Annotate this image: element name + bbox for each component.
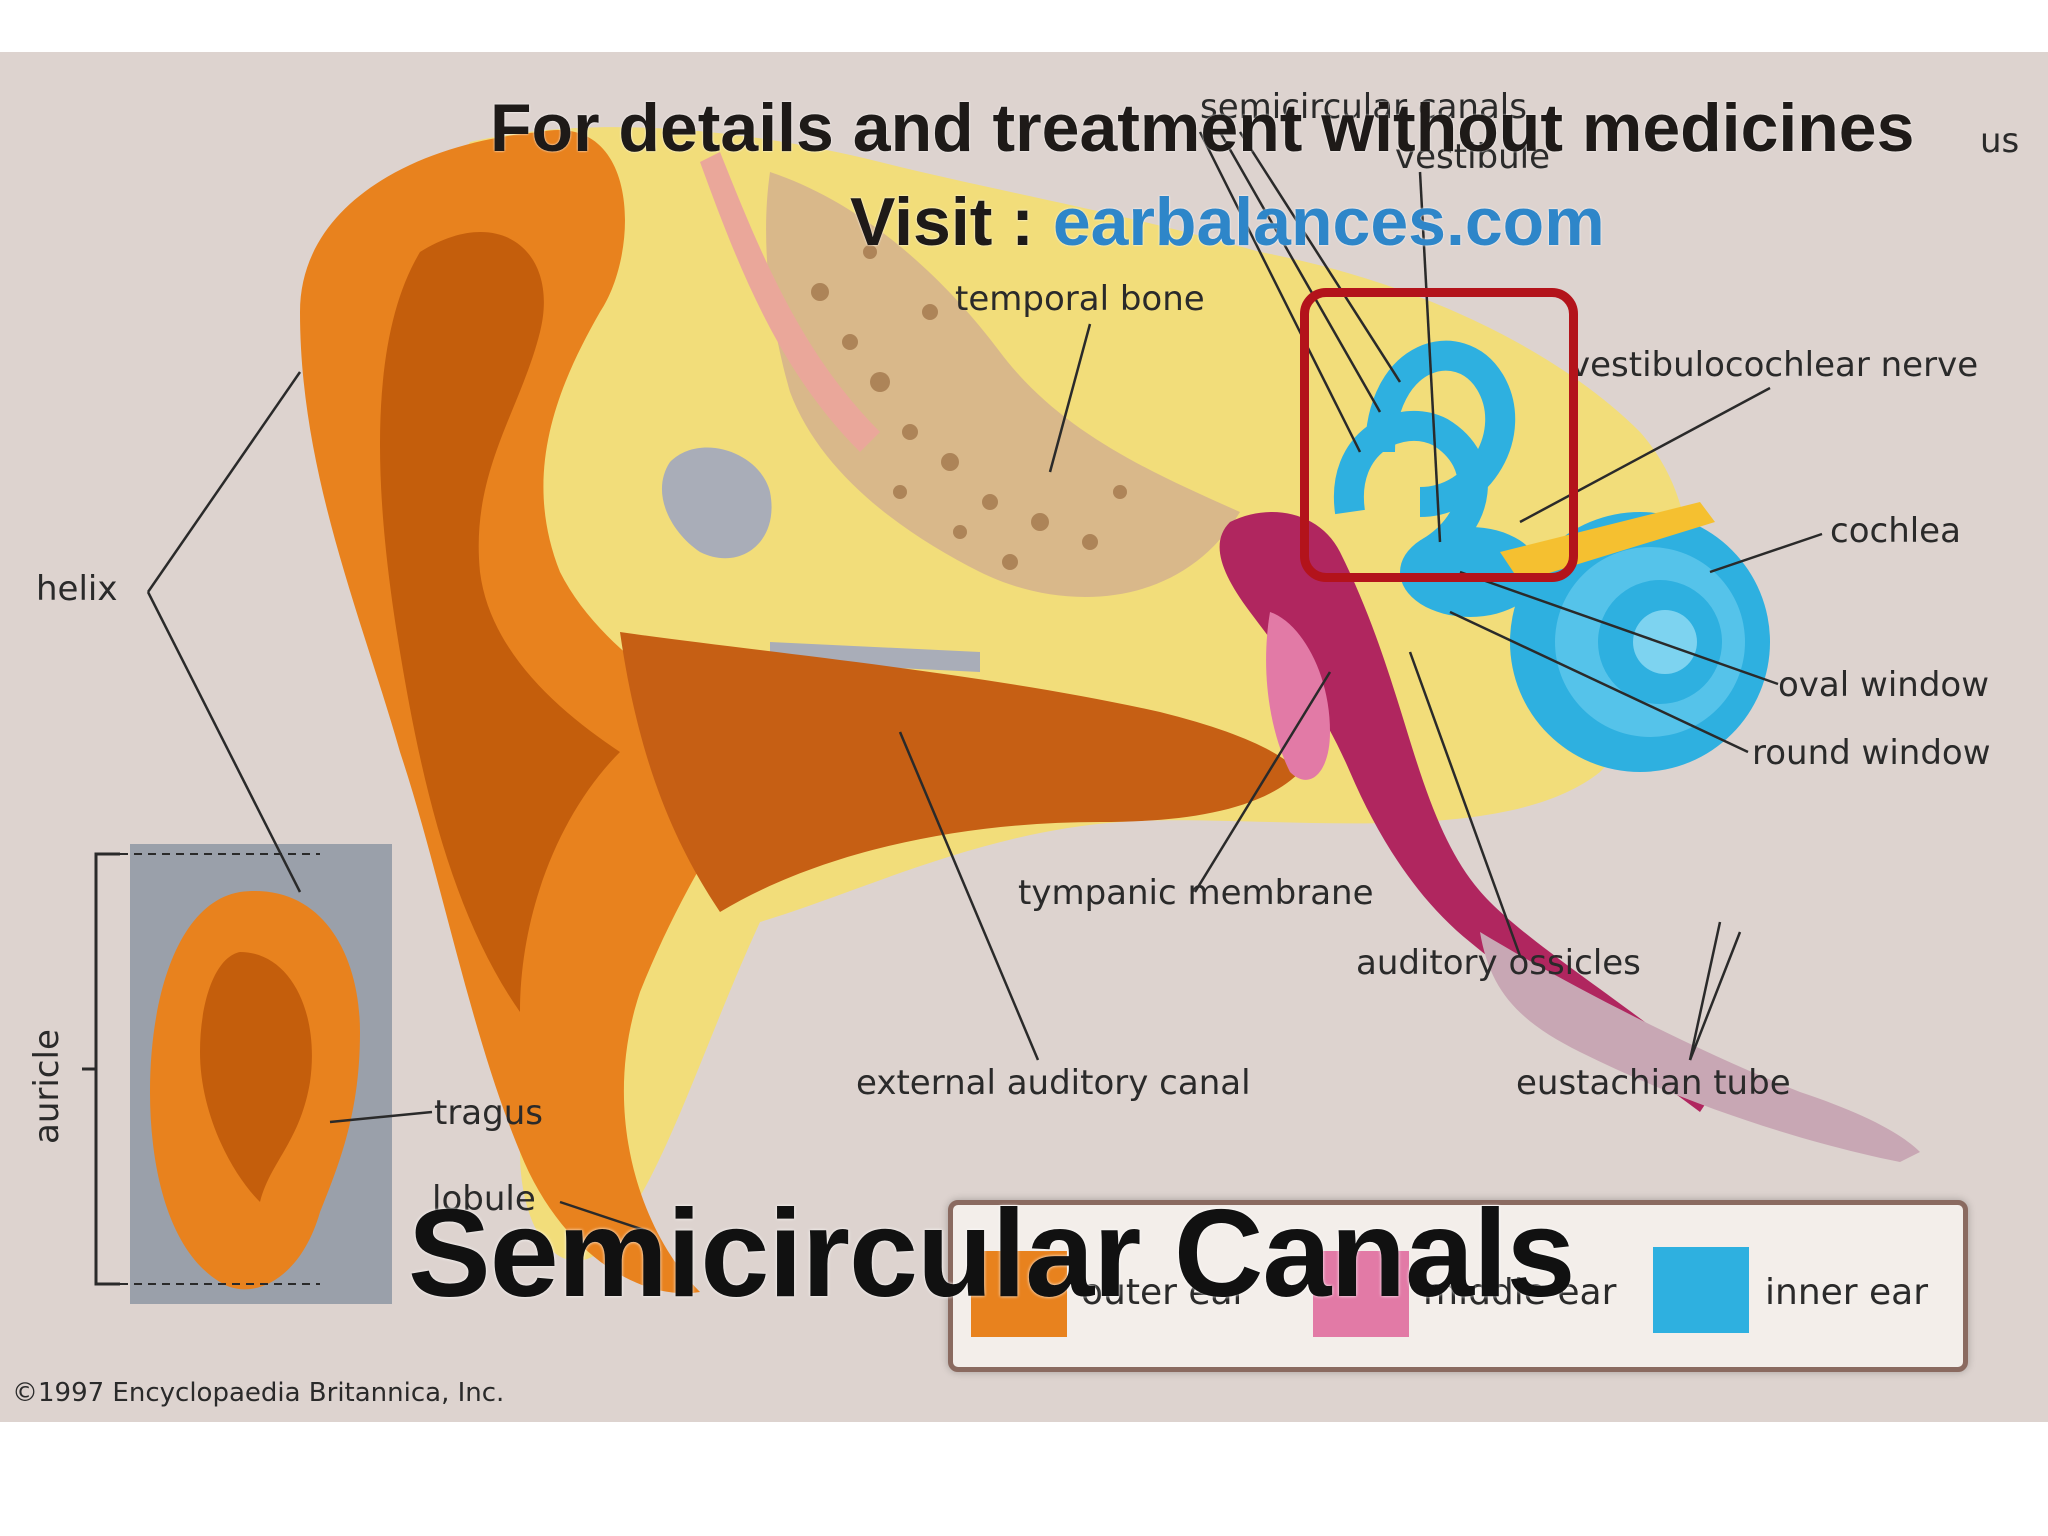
legend: outer ear middle ear inner ear <box>948 1200 1968 1372</box>
auricle-shadow <box>380 231 620 1013</box>
legend-label-outer: outer ear <box>1081 1272 1248 1313</box>
label-tragus: tragus <box>434 1093 543 1133</box>
auricle-inset-shadow <box>200 952 312 1202</box>
label-vestibule: vestibule <box>1395 137 1551 177</box>
slide-title: Semicircular Canals <box>408 1185 1576 1323</box>
banner-visit-prefix: Visit : <box>850 184 1053 260</box>
copyright-notice: ©1997 Encyclopaedia Britannica, Inc. <box>12 1378 505 1408</box>
auricle-bracket <box>82 852 120 1286</box>
label-cochlea: cochlea <box>1830 511 1961 551</box>
legend-swatch-inner <box>1653 1247 1749 1333</box>
bone-pores <box>811 245 1127 570</box>
cartilage-patch <box>661 447 772 559</box>
eustachian-tube-shape <box>1480 932 1920 1162</box>
label-temporal-bone: temporal bone <box>955 279 1205 319</box>
label-eustachian-tube: eustachian tube <box>1516 1063 1791 1103</box>
label-tympanic-membrane: tympanic membrane <box>1018 873 1374 913</box>
leader-lines <box>146 131 1823 1234</box>
label-auricle: auricle <box>27 1029 67 1144</box>
ear-illustration <box>82 127 1920 1304</box>
label-truncated: us <box>1980 121 2020 161</box>
ear-anatomy-figure: semicircular canals vestibule us tempora… <box>0 52 2048 1422</box>
label-vestibulocochlear-nerve: vestibulocochlear nerve <box>1570 345 1979 385</box>
label-helix: helix <box>36 569 118 609</box>
legend-label-inner: inner ear <box>1765 1272 1929 1313</box>
label-round-window: round window <box>1752 733 1991 773</box>
legend-swatch-middle <box>1313 1251 1409 1337</box>
legend-label-middle: middle ear <box>1423 1272 1617 1313</box>
semicircular-canals-highlight <box>1300 288 1578 582</box>
middle-ear-shape <box>1219 512 1720 1112</box>
legend-swatch-outer <box>971 1251 1067 1337</box>
label-oval-window: oval window <box>1778 665 1990 705</box>
inner-ear-structure <box>1333 340 1770 772</box>
tympanic-membrane-shape <box>1266 612 1330 780</box>
label-auditory-ossicles: auditory ossicles <box>1356 943 1641 983</box>
banner-line-1: For details and treatment without medici… <box>490 90 1915 166</box>
website-link[interactable]: earbalances.com <box>1052 184 1605 260</box>
membrane-stripe <box>700 152 880 452</box>
label-external-auditory-canal: external auditory canal <box>856 1063 1251 1103</box>
auricle-bracket-dash <box>120 853 320 1285</box>
external-auditory-canal-shape <box>620 632 1300 912</box>
label-lobule: lobule <box>432 1179 536 1219</box>
label-semicircular-canals: semicircular canals <box>1200 87 1527 127</box>
banner-line-2: Visit : earbalances.com <box>850 188 1605 256</box>
